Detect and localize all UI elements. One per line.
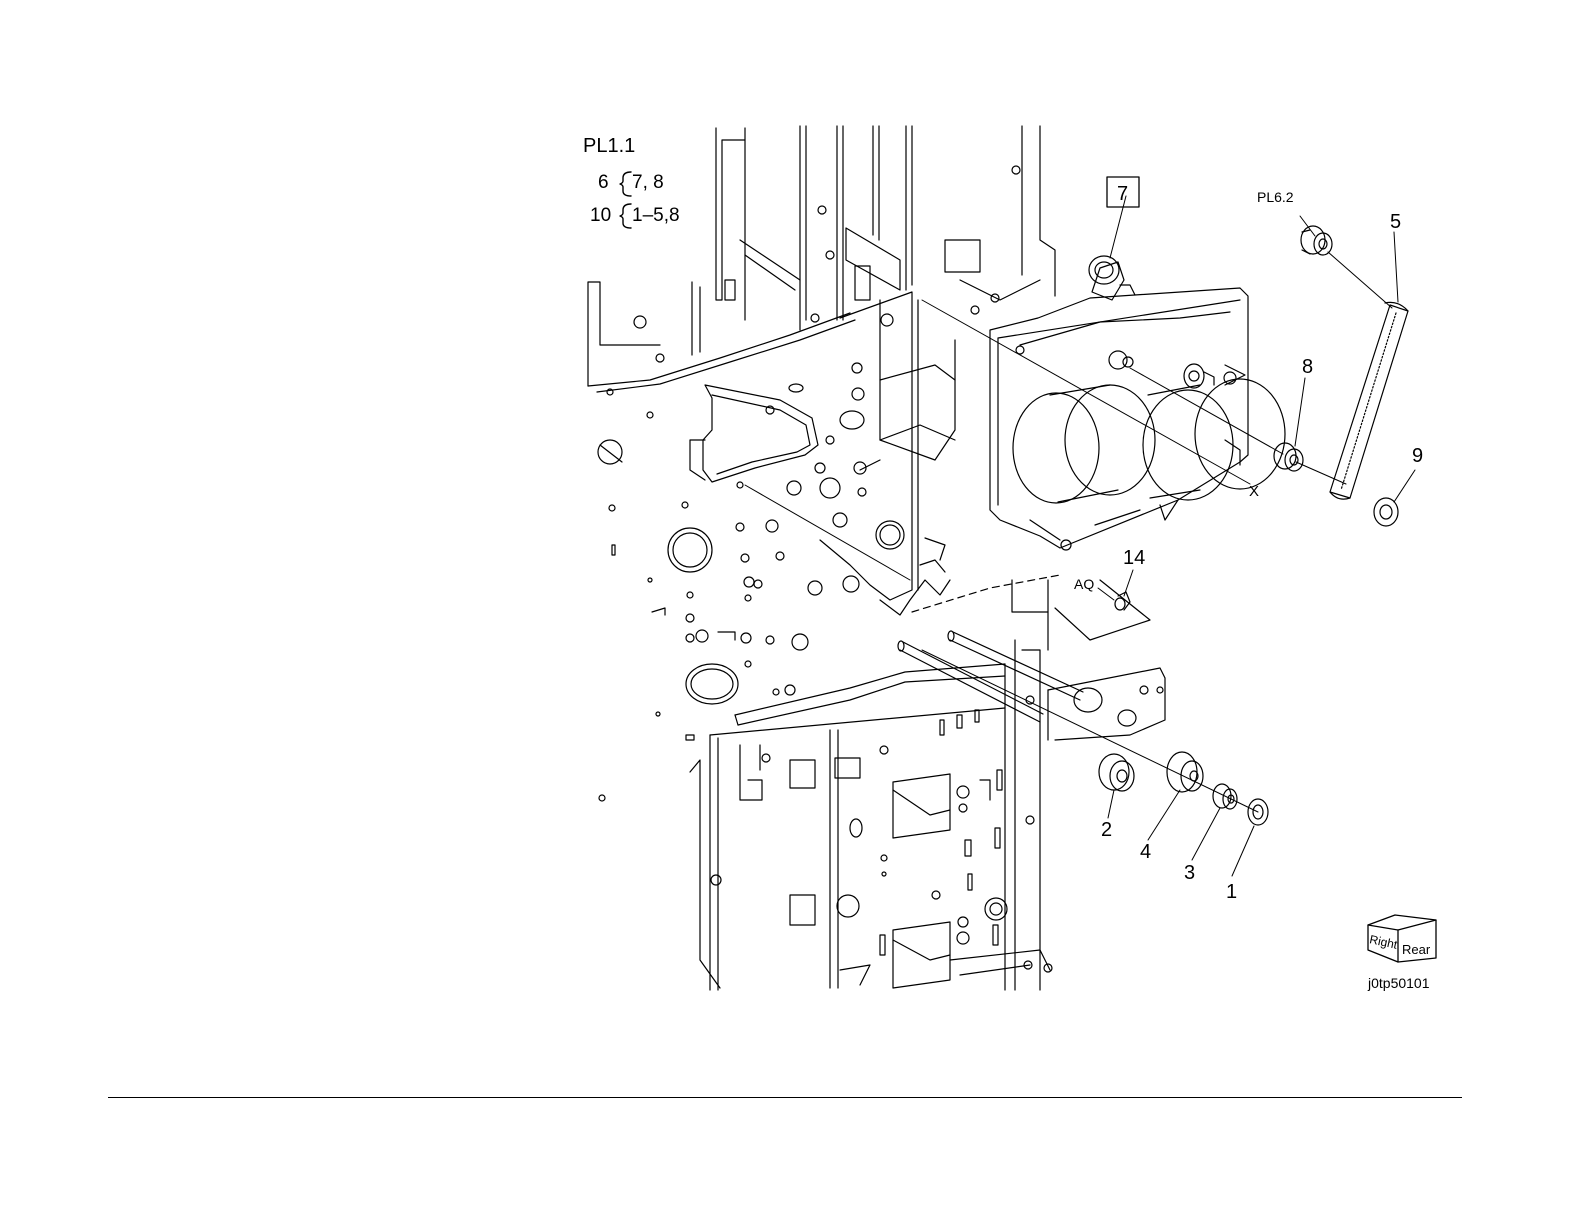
callout-1: 1 bbox=[1226, 881, 1237, 903]
main-frame-upper bbox=[588, 126, 1055, 395]
callout-2: 2 bbox=[1101, 819, 1112, 841]
reference-line2-items: 1–5,8 bbox=[632, 205, 680, 226]
callout-9: 9 bbox=[1412, 445, 1423, 467]
callout-aq: AQ bbox=[1074, 576, 1094, 592]
reference-line1-items: 7, 8 bbox=[632, 172, 664, 193]
gear-2 bbox=[1099, 754, 1134, 791]
brace-10 bbox=[620, 204, 631, 228]
side-panel-middle bbox=[598, 292, 955, 801]
footer-rule bbox=[108, 1097, 1462, 1098]
orientation-rear-label: Rear bbox=[1402, 942, 1431, 957]
pulley-8 bbox=[1274, 443, 1303, 471]
callout-5: 5 bbox=[1390, 211, 1401, 233]
reference-title: PL1.1 bbox=[583, 135, 635, 157]
lower-bracket bbox=[1048, 580, 1165, 740]
leader-lines bbox=[745, 196, 1415, 876]
callout-7: 7 bbox=[1117, 183, 1128, 205]
figure-id: j0tp50101 bbox=[1367, 975, 1430, 991]
callout-pl62: PL6.2 bbox=[1257, 189, 1294, 205]
reference-line1-number: 6 bbox=[598, 172, 609, 193]
gear-4 bbox=[1167, 752, 1203, 792]
pulley-pl62 bbox=[1301, 226, 1332, 255]
callout-4: 4 bbox=[1140, 841, 1151, 863]
callout-x: X bbox=[1249, 483, 1259, 500]
reference-line2-number: 10 bbox=[590, 205, 611, 226]
callout-8: 8 bbox=[1302, 356, 1313, 378]
callout-3: 3 bbox=[1184, 862, 1195, 884]
dashed-outline bbox=[912, 575, 1060, 612]
timing-belt bbox=[1330, 302, 1408, 499]
callout-14: 14 bbox=[1123, 547, 1145, 569]
screw-14 bbox=[1115, 592, 1130, 610]
brace-6 bbox=[620, 172, 631, 196]
drive-assembly bbox=[990, 256, 1285, 550]
lower-frame bbox=[690, 580, 1052, 990]
